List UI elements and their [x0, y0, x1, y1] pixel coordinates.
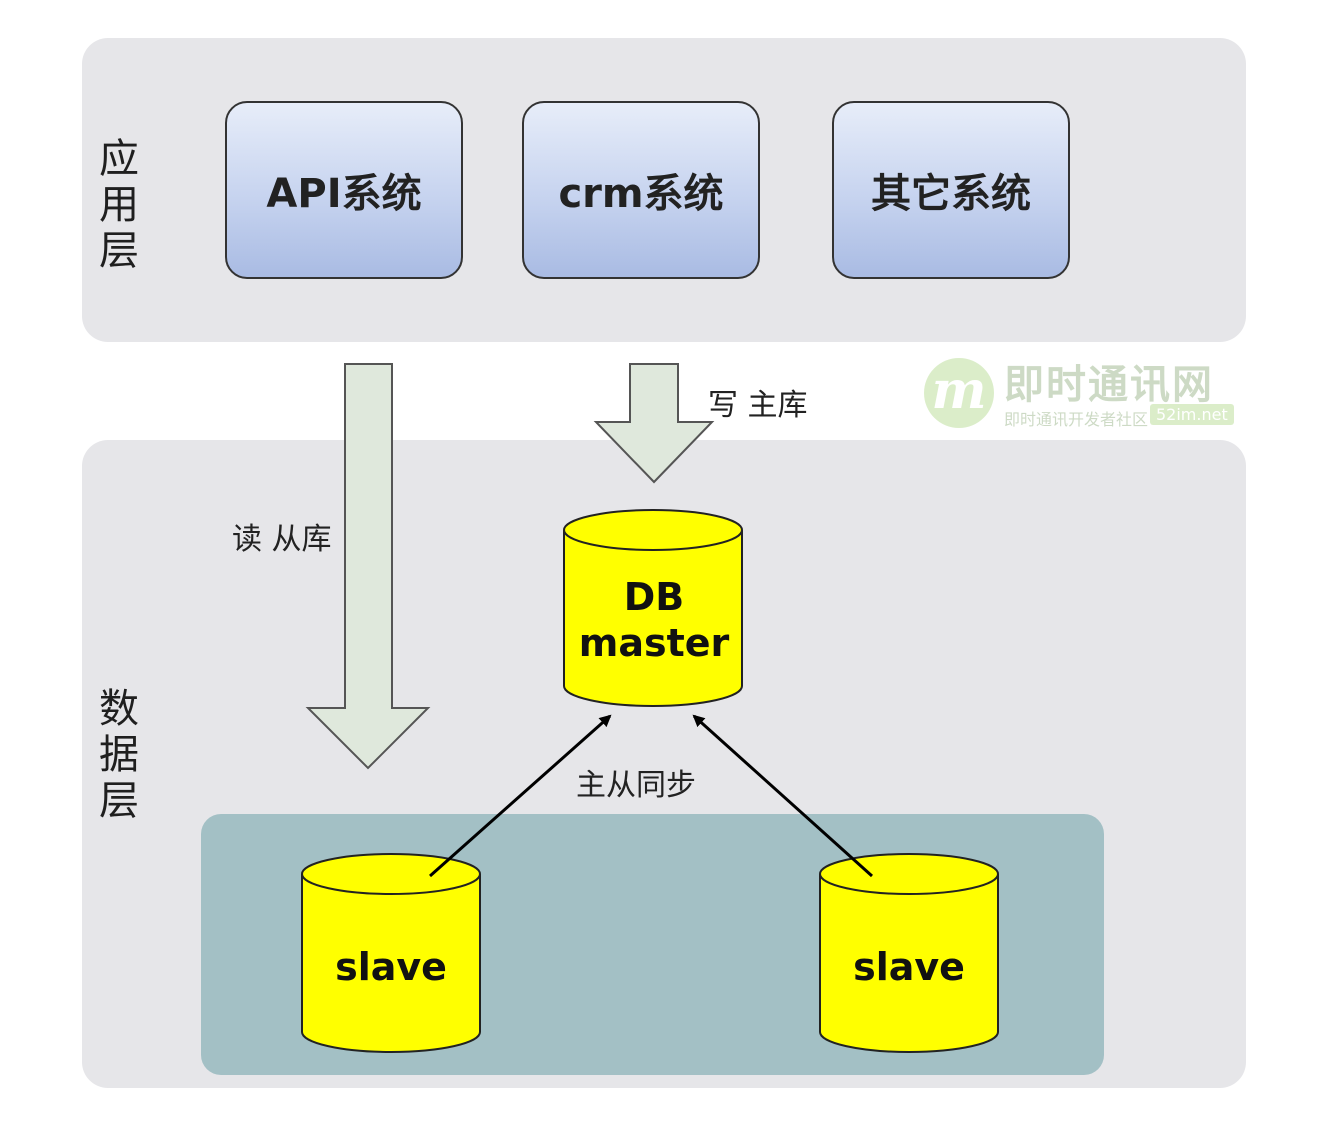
sync-arrow-right	[692, 714, 874, 878]
watermark-domain: 52im.net	[1150, 404, 1234, 425]
crm-system-label: crm系统	[558, 171, 724, 217]
watermark: m 即时通讯网 即时通讯开发者社区 52im.net	[924, 352, 1246, 434]
slave-left-cylinder	[301, 853, 481, 1053]
watermark-slogan: 即时通讯开发者社区	[1004, 410, 1149, 429]
slave-left-label: slave	[335, 945, 447, 989]
other-system-label: 其它系统	[871, 171, 1031, 217]
master-slave-sync-label: 主从同步	[576, 768, 696, 803]
application-layer-label: 应用层	[99, 136, 139, 274]
slave-right-cylinder	[819, 853, 999, 1053]
other-system-box[interactable]: 其它系统	[832, 101, 1070, 279]
slave-right-label: slave	[853, 945, 965, 989]
api-system-label: API系统	[266, 171, 422, 217]
watermark-logo-icon: m	[924, 358, 994, 428]
read-flow-arrow	[305, 363, 431, 770]
sync-arrow-left	[429, 714, 612, 878]
watermark-name: 即时通讯网	[1004, 362, 1214, 408]
write-master-label: 写 主库	[708, 388, 808, 423]
crm-system-box[interactable]: crm系统	[522, 101, 760, 279]
db-master-cylinder	[563, 509, 743, 707]
write-flow-arrow	[593, 363, 715, 484]
data-layer-label: 数据层	[99, 686, 139, 824]
api-system-box[interactable]: API系统	[225, 101, 463, 279]
db-master-label: DB master	[578, 575, 730, 665]
read-slave-label: 读 从库	[232, 522, 332, 557]
